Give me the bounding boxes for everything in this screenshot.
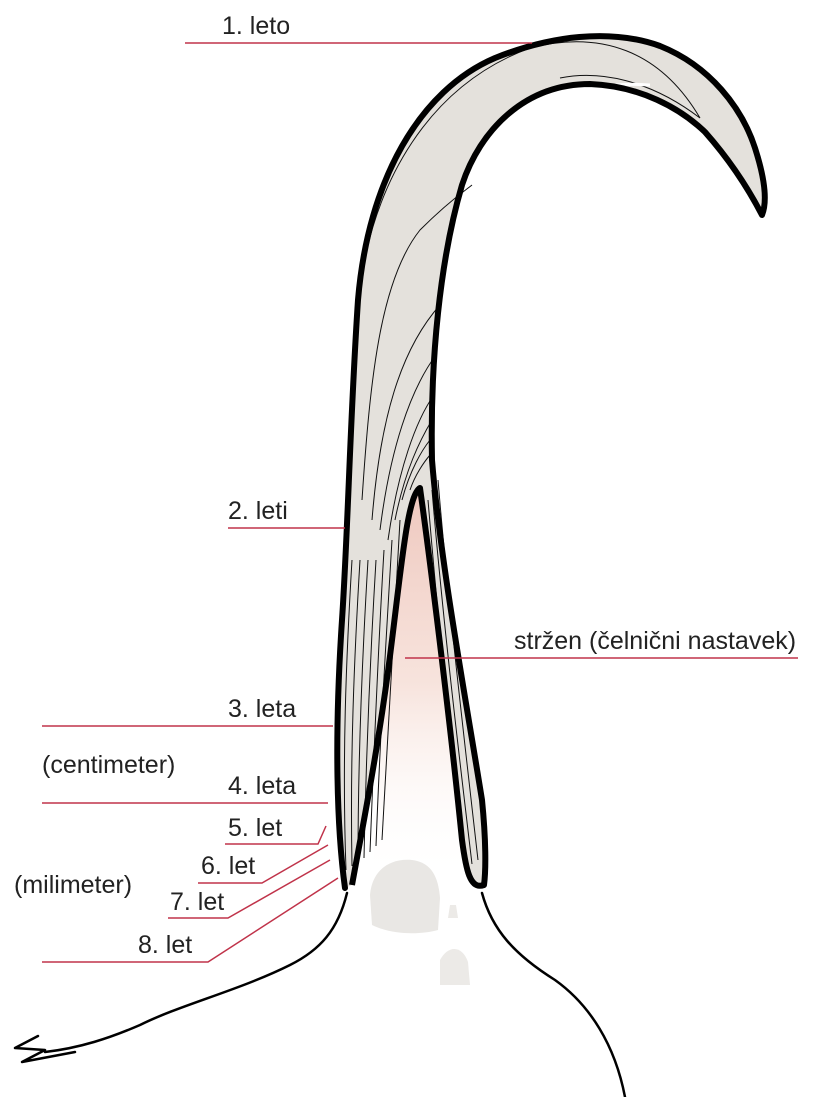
label-year-1: 1. leto: [222, 12, 290, 40]
label-millimeter: (milimeter): [14, 871, 132, 899]
skull-shadow-small: [440, 949, 470, 985]
label-year-8: 8. let: [138, 931, 192, 959]
label-year-7: 7. let: [170, 888, 224, 916]
label-year-5: 5. let: [228, 814, 282, 842]
label-year-6: 6. let: [201, 852, 255, 880]
label-year-3: 3. leta: [228, 695, 296, 723]
label-centimeter: (centimeter): [42, 751, 175, 779]
skull-shadow: [370, 860, 440, 933]
skull-outline: [45, 893, 625, 1097]
label-year-4: 4. leta: [228, 772, 296, 800]
label-year-2: 2. leti: [228, 497, 288, 525]
skull-shadow-dot: [448, 905, 458, 918]
label-core: stržen (čelnični nastavek): [514, 627, 796, 655]
